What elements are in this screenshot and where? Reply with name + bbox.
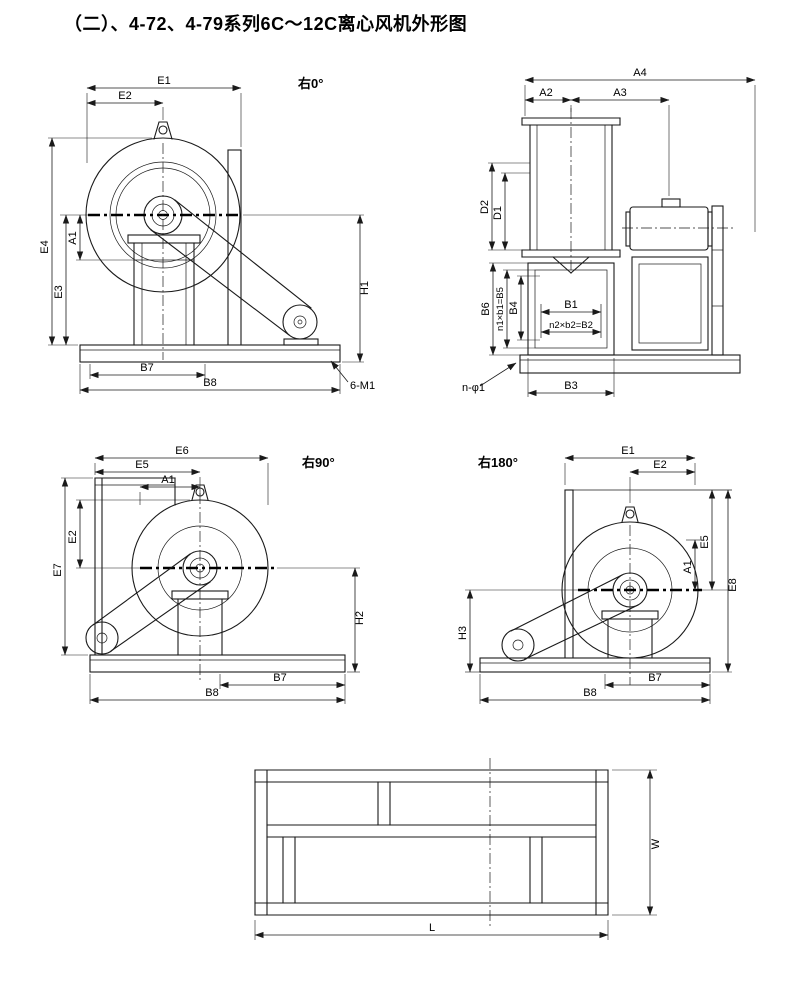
dim-e2-right180: E2	[653, 459, 666, 471]
dim-b7-right90: B7	[273, 672, 286, 684]
dim-b2-side: n2×b2=B2	[549, 320, 593, 331]
dim-a1-right180: A1	[682, 560, 694, 573]
view-right180-label: 右180°	[477, 455, 518, 470]
dim-e3-right0: E3	[53, 285, 65, 298]
dim-b6-side: B6	[480, 302, 492, 315]
right180-dimensions: E1 E2 A1 E5 E8 H3 B7	[457, 445, 739, 704]
dim-a1-right0: A1	[67, 231, 79, 244]
dim-e1-right180: E1	[621, 445, 634, 457]
dim-b8-right180: B8	[583, 687, 596, 699]
side-dimensions: A4 A2 A3 D2 D1 B6 n1×b1=B5	[462, 67, 756, 397]
dim-a4-side: A4	[633, 67, 646, 79]
dim-b8-right0: B8	[203, 377, 216, 389]
dim-w-baseframe: W	[650, 838, 662, 849]
dim-m1-right0: 6-M1	[350, 380, 375, 392]
view-right90-label: 右90°	[301, 455, 335, 470]
dim-e5-right180: E5	[699, 535, 711, 548]
right90-geometry	[85, 477, 346, 680]
dim-a3-side: A3	[613, 87, 626, 99]
dim-b7-right0: B7	[140, 362, 153, 374]
side-geometry	[519, 108, 741, 374]
dim-d2-side: D2	[479, 200, 491, 214]
right0-dimensions: E1 E2 E4 A1 E3 H1	[39, 75, 375, 394]
view-right180: 右180°	[457, 445, 739, 704]
view-right0: 右0°	[39, 75, 375, 394]
sheet-title: （二）、4-72、4-79系列6C～12C离心风机外形图	[64, 14, 468, 34]
dim-h2-right90: H2	[354, 611, 366, 625]
view-right0-label: 右0°	[297, 76, 323, 91]
dim-h3-right180: H3	[457, 626, 469, 640]
dim-e8-right180: E8	[727, 578, 739, 591]
dim-nphi-side: n-φ1	[462, 382, 485, 394]
dim-d1-side: D1	[492, 206, 504, 220]
baseframe-geometry	[254, 758, 609, 928]
dim-e6-right90: E6	[175, 445, 188, 457]
dim-b4-side: B4	[508, 301, 520, 314]
baseframe-dimensions: W L	[254, 769, 662, 940]
right180-geometry	[479, 489, 732, 685]
dim-e5-right90: E5	[135, 459, 148, 471]
dim-e2-right90: E2	[67, 530, 79, 543]
dim-b7-right180: B7	[648, 672, 661, 684]
dim-e2-right0: E2	[118, 90, 131, 102]
dim-e7-right90: E7	[52, 563, 64, 576]
dim-h1-right0: H1	[359, 281, 371, 295]
view-right90: 右90°	[52, 445, 366, 704]
right90-dimensions: E6 E5 A1 E2 E7 H2	[52, 445, 366, 704]
dim-a2-side: A2	[539, 87, 552, 99]
view-side: A4 A2 A3 D2 D1 B6 n1×b1=B5	[462, 67, 756, 397]
view-baseframe: W L	[254, 758, 662, 940]
dim-b8-right90: B8	[205, 687, 218, 699]
dim-l-baseframe: L	[429, 922, 435, 934]
dim-b1-side: B1	[564, 299, 577, 311]
dim-a1-right90: A1	[161, 474, 174, 486]
dim-e4-right0: E4	[39, 240, 51, 253]
right0-geometry	[79, 121, 341, 363]
dim-b5-side: n1×b1=B5	[495, 287, 506, 331]
dim-e1-right0: E1	[157, 75, 170, 87]
dim-b3-side: B3	[564, 380, 577, 392]
